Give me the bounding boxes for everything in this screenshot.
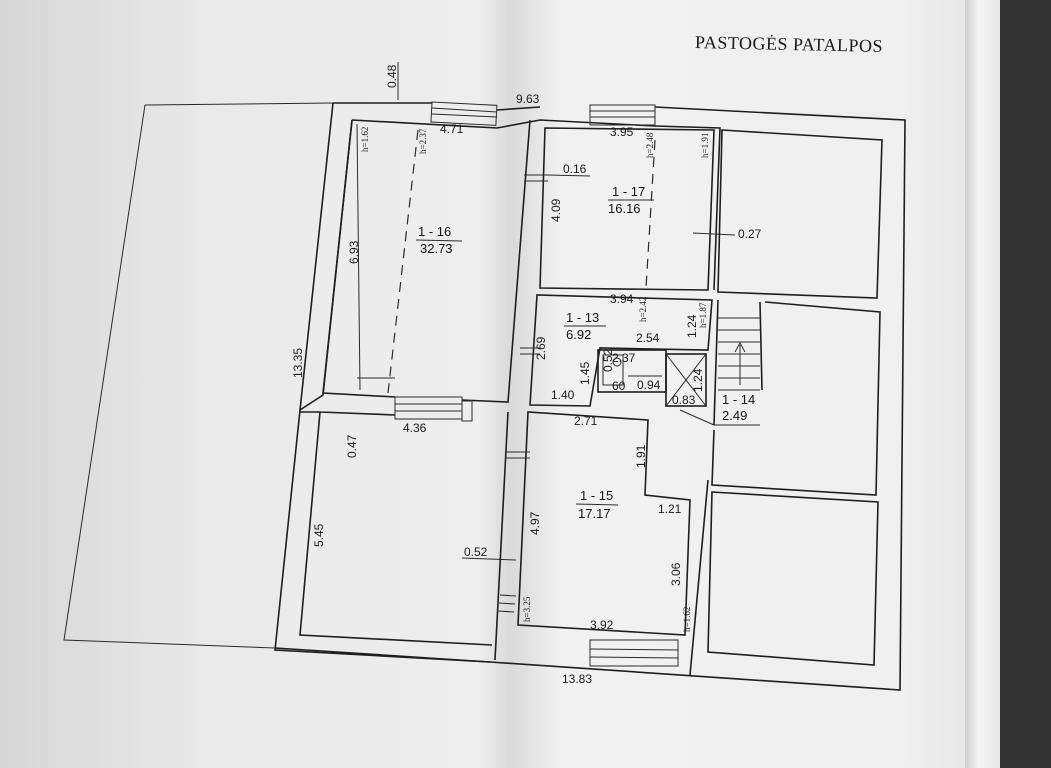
window-room-16-bottom [394,396,473,422]
dim-1-40: 1.40 [551,388,575,402]
room-13-id: 1 - 13 [566,310,599,325]
building-outer-wall [274,102,906,691]
dim-0-94: 0.94 [637,378,661,392]
dim-2-54: 2.54 [636,331,660,345]
dim-0-27: 0.27 [738,227,762,241]
height-1-91: h=1.91 [700,133,710,158]
room-14-id: 1 - 14 [722,392,755,407]
dim-2-37: 2.37 [612,351,636,365]
window-top-left [430,101,498,126]
right-room-middle [711,301,881,496]
building-inner-wall-top [351,119,721,291]
dim-0-52-bath: 0.52 [601,348,615,372]
window-top-right [589,104,656,126]
leader-6-93 [356,123,361,391]
right-room-bottom [707,491,879,666]
dim-0-52: 0.52 [464,545,488,559]
dim-0-83: 0.83 [672,393,696,407]
room-15-label-line [575,503,619,506]
staircase [718,317,760,391]
room-14-walls [713,299,763,426]
room-16-id: 1 - 16 [418,224,451,239]
room-16-area: 32.73 [420,241,453,256]
bottom-outer-wall [274,647,491,663]
room-17-slope-line [645,139,656,289]
dim-4-09: 4.09 [549,198,563,222]
room-17-id: 1 - 17 [612,184,645,199]
dim-4-71: 4.71 [440,122,464,136]
dim-0-16: 0.16 [563,162,587,176]
leader-0-27 [692,232,736,236]
dim-4-36: 4.36 [403,421,427,435]
height-2-37: h=2.37 [418,128,428,154]
chimney-box [665,353,707,407]
small-steps-15 [497,594,517,613]
right-room-top [717,129,883,299]
room-17-walls [539,127,715,291]
height-1-87: h=1.87 [698,302,708,328]
room-14-area: 2.49 [722,408,747,423]
dim-13-35: 13.35 [291,348,305,378]
room-15-area: 17.17 [578,506,611,521]
dim-4-97: 4.97 [528,511,542,535]
outer-outline-left [63,104,276,649]
height-3-25: h=3.25 [522,596,532,622]
height-2-48: h=2.48 [645,132,655,158]
door-marks [505,174,548,459]
dim-1-24: 1.24 [685,314,699,338]
right-divider-wall [689,479,709,676]
paper-edge [965,0,1000,768]
dim-13-83: 13.83 [562,672,592,686]
dim-1-91: 1.91 [634,444,648,468]
dim-1-45: 1.45 [578,361,592,385]
dim-2-71: 2.71 [574,414,598,428]
dim-0-48: 0.48 [385,64,399,88]
dim-5-45: 5.45 [312,523,326,547]
dim-60: 60 [612,379,626,393]
background-surface [1000,0,1051,768]
dim-3-92: 3.92 [590,618,614,632]
leader-0-52 [461,557,517,561]
room-16-slope-line [387,129,419,394]
room-15-id: 1 - 15 [580,488,613,503]
room-16-walls [322,119,531,403]
lower-left-room [299,411,493,646]
dim-1-21: 1.21 [658,502,682,516]
dim-3-95: 3.95 [610,125,634,139]
room-16-label-line [415,239,463,242]
dim-3-94: 3.94 [610,292,634,306]
leader-0-16 [547,174,591,177]
room-17-area: 16.16 [608,201,641,216]
dim-0-47: 0.47 [345,434,359,458]
outer-outline-top [144,102,334,106]
height-1-62-a: h=1.62 [360,127,370,152]
dim-2-69: 2.69 [534,336,548,360]
dim-6-93: 6.93 [347,240,361,264]
room-15-walls [517,411,691,636]
room-14-leader [679,409,715,426]
room-13-walls [529,294,713,407]
height-2-42: h=2.42 [638,297,648,322]
room-15-left-wall [494,411,509,661]
window-bottom [589,639,679,667]
dim-1-24-b: 1.24 [691,368,705,392]
height-1-62-b: h=1.62 [682,607,692,632]
dim-3-06: 3.06 [669,562,683,586]
dim-9-63: 9.63 [516,92,540,106]
room-13-area: 6.92 [566,327,591,342]
